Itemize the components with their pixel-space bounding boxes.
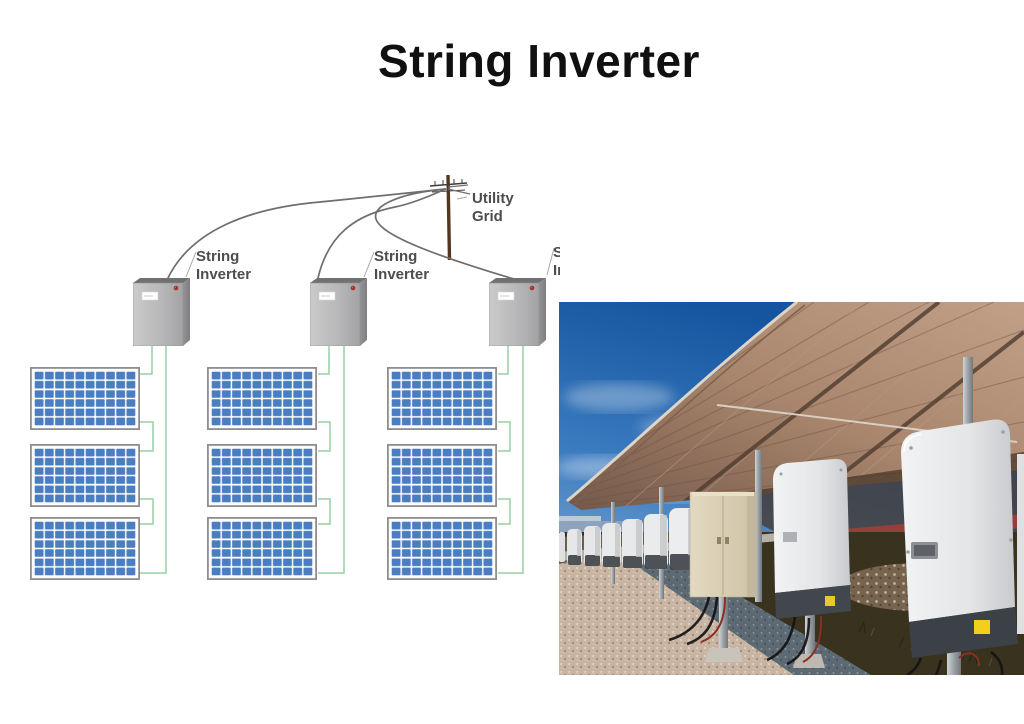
inverter-box-1: [133, 278, 190, 346]
string-inverter-diagram: Utility Grid String Inverter String Inve…: [0, 174, 560, 630]
ac-wire-inverter-3: [374, 188, 515, 280]
ac-wire-inverter-2: [317, 188, 447, 279]
string-inverters-photo: [559, 302, 1024, 675]
inverter-box-3: [489, 278, 546, 346]
page-title: String Inverter: [378, 35, 700, 87]
solar-panel: [208, 445, 316, 506]
solar-panel-column-3: [388, 368, 496, 579]
utility-pole: [429, 174, 471, 261]
inverter-label-1: String Inverter: [196, 248, 251, 283]
utility-grid-label: Utility Grid: [472, 190, 518, 225]
large-inverter-2: [901, 419, 1018, 658]
photo-cables: [668, 596, 1004, 675]
junction-box: [689, 491, 757, 598]
solar-panel: [31, 368, 139, 429]
partial-inverter-right: [1017, 454, 1024, 634]
solar-panel: [388, 518, 496, 579]
solar-panel: [208, 368, 316, 429]
solar-panel: [31, 518, 139, 579]
solar-panel: [31, 445, 139, 506]
solar-panel: [208, 518, 316, 579]
inverter-box-2: [310, 278, 367, 346]
solar-panel: [388, 445, 496, 506]
solar-panel-column-2: [208, 368, 316, 579]
inverter-label-2: String Inverter: [374, 248, 429, 283]
dc-string-wiring: [140, 346, 524, 574]
inverter-label-3: String Inverter: [553, 244, 560, 279]
photo-inverter-row: [559, 419, 1024, 658]
label-leader-lines: [185, 196, 555, 278]
small-inverters: [559, 508, 697, 570]
solar-panel-column-1: [31, 368, 139, 579]
ac-wires: [166, 188, 515, 281]
large-inverter-1: [773, 458, 851, 619]
solar-panel: [388, 368, 496, 429]
